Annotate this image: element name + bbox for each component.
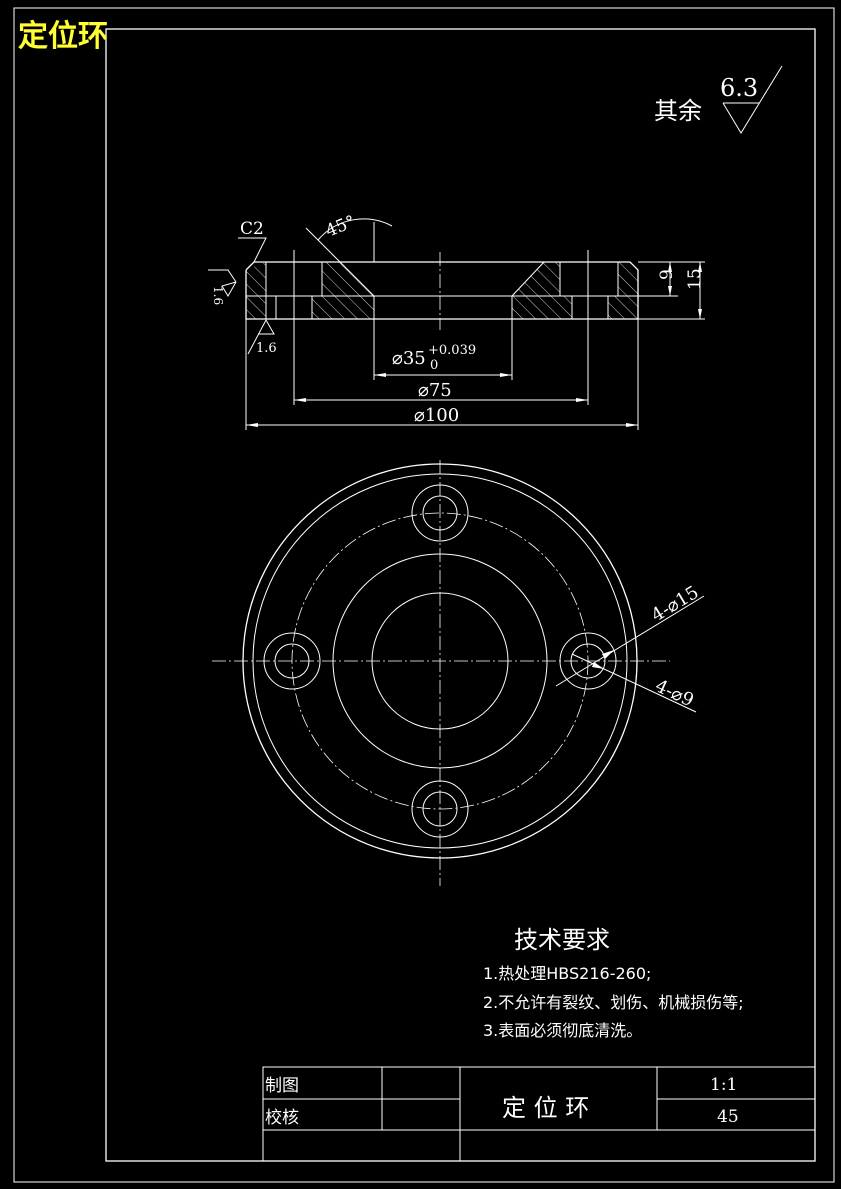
tech-requirements: 技术要求 1.热处理HBS216-260; 2.不允许有裂纹、划伤、机械损伤等;…	[483, 926, 744, 1040]
hole-top	[411, 484, 469, 542]
angle-label: 45°	[323, 212, 358, 242]
chamfer-label: C2	[240, 219, 264, 239]
part-name: 定 位 环	[502, 1094, 589, 1122]
dim-height-small: 9	[657, 269, 677, 280]
roughness-note-label: 其余	[654, 97, 702, 125]
dim-tol-lower: 0	[430, 358, 438, 373]
checked-label: 校核	[265, 1108, 299, 1128]
hole-bottom	[411, 780, 469, 838]
tech-item-2: 2.不允许有裂纹、划伤、机械损伤等;	[483, 993, 744, 1012]
corner-title: 定位环	[18, 19, 108, 54]
roughness-bottom: 1.6	[256, 341, 277, 356]
dim-mid: ⌀75	[418, 380, 452, 401]
hole-left	[263, 632, 321, 690]
roughness-left: 1.6	[211, 286, 225, 305]
hole-callout-small: 4-⌀9	[652, 675, 697, 711]
outer-frame	[13, 7, 835, 1183]
drawn-label: 制图	[265, 1076, 299, 1096]
roughness-value: 6.3	[720, 74, 758, 102]
section-view: C2 45° ⌀35 +0.039 0 ⌀75 ⌀100	[208, 212, 705, 430]
dim-outer: ⌀100	[414, 405, 459, 426]
title-block: 制图 校核 定 位 环 1:1 45	[262, 1066, 816, 1162]
hole-right	[559, 632, 617, 690]
dim-height-total: 15	[685, 268, 705, 290]
tech-item-1: 1.热处理HBS216-260;	[483, 964, 651, 983]
tech-heading: 技术要求	[514, 926, 610, 954]
roughness-general-note: 其余 6.3	[654, 65, 783, 134]
plan-view: 4-⌀15 4-⌀9	[212, 460, 705, 886]
tech-item-3: 3.表面必须彻底清洗。	[483, 1021, 642, 1040]
dim-tol-upper: +0.039	[428, 343, 476, 358]
material-value: 45	[717, 1107, 739, 1127]
dim-inner: ⌀35	[392, 348, 426, 369]
scale-value: 1:1	[710, 1075, 737, 1095]
hole-callout-large: 4-⌀15	[648, 582, 703, 626]
inner-frame	[105, 28, 816, 1162]
